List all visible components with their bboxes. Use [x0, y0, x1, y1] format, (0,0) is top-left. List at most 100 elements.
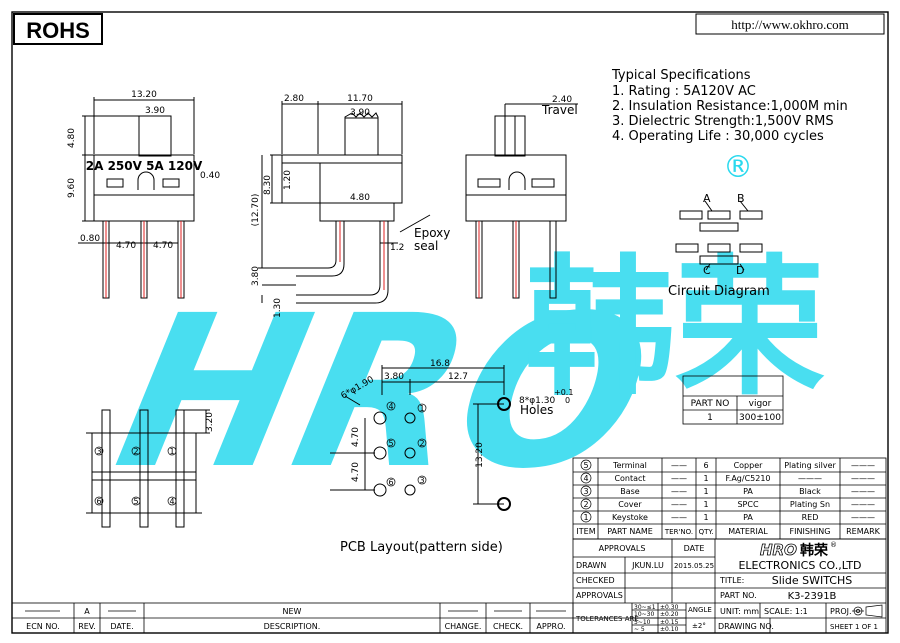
- tb-logo-mark: ®: [830, 541, 837, 549]
- tb-tolerances: TOLERANCES ARE: [575, 615, 639, 623]
- tb-tol-row-3: 5~10: [634, 619, 651, 626]
- dim-8-30: 8.30: [263, 175, 273, 195]
- dim-9-60: 9.60: [67, 178, 77, 198]
- pcb-num-1: 1: [419, 404, 424, 413]
- tb-approvals2: APPROVALS: [576, 591, 623, 600]
- bom-qty-1: 1: [703, 513, 708, 522]
- bottom-num-2: 2: [133, 447, 138, 456]
- bom-no-5: 5: [583, 461, 588, 470]
- bottom-num-5: 5: [133, 497, 138, 506]
- revision-block: [11, 602, 574, 634]
- side-view: [258, 101, 431, 304]
- tb-sheet: SHEET 1 OF 1: [830, 623, 878, 631]
- tb-drawn: DRAWN: [576, 561, 606, 570]
- bom-mat-2: SPCC: [737, 500, 758, 509]
- bom-head-part: PART NAME: [607, 527, 653, 536]
- end-view-red-lines: [478, 221, 517, 298]
- url-box[interactable]: http://www.okhro.com: [695, 13, 885, 35]
- tb-tol-val-4: ±0.10: [660, 626, 679, 633]
- part-table-col2: vigor: [749, 399, 772, 409]
- watermark-latin: HRO: [100, 271, 668, 515]
- bom-head-mat: MATERIAL: [728, 527, 768, 536]
- tb-angle: ANGLE: [688, 606, 712, 614]
- dim-1-2: 1.2: [390, 243, 404, 253]
- dim-0-80: 0.80: [80, 234, 100, 244]
- circuit-label-d: D: [736, 264, 744, 277]
- bom-rem-5: ———: [851, 461, 875, 470]
- watermark-cjk: 韩荣: [525, 242, 825, 416]
- spec-item-2: 2. Insulation Resistance:1,000M min: [612, 99, 848, 114]
- dim-3-90: 3.90: [145, 106, 165, 116]
- tb-checked: CHECKED: [576, 576, 615, 585]
- rev-head-date: DATE.: [110, 622, 133, 631]
- bom-head-item: ITEM: [576, 527, 595, 536]
- bom-no-4: 4: [583, 474, 588, 483]
- tb-tol-val-2: ±0.20: [660, 611, 679, 618]
- pcb-caption: PCB Layout(pattern side): [340, 540, 503, 555]
- dim-13-20: 13.20: [131, 90, 157, 100]
- front-view-dims: 13.20 3.90 4.80 9.60 0.40 0.80 4.70 4.70…: [67, 90, 220, 251]
- tb-drawing-no: DRAWING NO.: [718, 622, 774, 631]
- epoxy-label-2: seal: [414, 239, 438, 253]
- bom-qty-3: 1: [703, 487, 708, 496]
- bom-name-5: Terminal: [612, 461, 647, 470]
- tb-drawn-date: 2015.05.25: [674, 562, 714, 570]
- dim-4-70-pcb-b: 4.70: [351, 462, 361, 482]
- bom-rem-4: ———: [851, 474, 875, 483]
- part-table: [682, 375, 784, 425]
- registered-mark: ®: [723, 150, 753, 185]
- specifications: Typical Specifications 1. Rating : 5A120…: [611, 68, 848, 144]
- travel-label: Travel: [541, 103, 578, 117]
- bom-mat-5: Copper: [734, 461, 764, 470]
- pcb-num-6: 6: [388, 478, 393, 487]
- bottom-view: [86, 409, 210, 528]
- spec-heading: Typical Specifications: [611, 68, 751, 83]
- dim-3-80-pcb: 3.80: [384, 372, 404, 382]
- end-view-dims: 2.40 Travel: [541, 95, 578, 117]
- bom-rows: 5 Terminal —— 6 Copper Plating silver ——…: [576, 459, 881, 536]
- bom-no-1: 1: [583, 513, 588, 522]
- bom-rem-3: ———: [851, 487, 875, 496]
- part-table-text: PART NO vigor 1 300±100: [691, 399, 782, 423]
- pcb-num-3: 3: [419, 476, 424, 485]
- bottom-num-1: 1: [169, 447, 174, 456]
- projection-symbol-icon: [852, 604, 883, 618]
- bom-mat-3: PA: [743, 487, 753, 496]
- bom-ter-3: ——: [671, 487, 687, 496]
- bom-head-fin: FINISHING: [790, 527, 831, 536]
- holes-label: Holes: [520, 403, 553, 417]
- bom-ter-5: ——: [671, 461, 687, 470]
- dim-12-70: (12.70): [251, 194, 261, 227]
- rev-head-appro: APPRO.: [536, 622, 565, 631]
- dim-4-70-pcb-a: 4.70: [351, 427, 361, 447]
- dim-tol-plus: +0.1: [554, 388, 573, 397]
- dim-13-20: 13.20: [475, 442, 485, 468]
- dim-12-7: 12.7: [448, 372, 468, 382]
- dim-4-80: 4.80: [67, 128, 77, 148]
- dim-3-90-side: 3.90: [350, 108, 370, 118]
- bom-rem-2: ———: [851, 500, 875, 509]
- bom-fin-3: Black: [799, 487, 821, 496]
- dim-3-80-side: 3.80: [251, 266, 261, 286]
- pcb-num-5: 5: [388, 439, 393, 448]
- dim-4-70-a: 4.70: [116, 241, 136, 251]
- circuit-label-a: A: [703, 192, 711, 205]
- bottom-num-6: 6: [96, 497, 101, 506]
- tb-tol-val-3: ±0.15: [660, 619, 679, 626]
- side-view-dims: 2.80 11.70 3.90 8.30 1.20 (12.70) 4.80 1…: [251, 94, 450, 318]
- tb-company: ELECTRONICS CO.,LTD: [738, 559, 861, 572]
- pcb-layout: [330, 365, 511, 511]
- tb-approvals: APPROVALS: [599, 544, 646, 553]
- tb-tol-row-1: 30~≤1: [634, 604, 656, 611]
- rev-head-ecn: ECN NO.: [26, 622, 60, 631]
- pcb-num-2: 2: [419, 439, 424, 448]
- bom-mat-1: PA: [743, 513, 753, 522]
- dim-4-80-side: 4.80: [350, 193, 370, 203]
- url-text[interactable]: http://www.okhro.com: [731, 17, 849, 32]
- dim-2-40: 2.40: [552, 95, 572, 105]
- circuit-label-b: B: [737, 192, 745, 205]
- body-label: 2A 250V 5A 120V: [86, 159, 203, 173]
- dim-2-80: 2.80: [284, 94, 304, 104]
- epoxy-label-1: Epoxy: [414, 226, 450, 240]
